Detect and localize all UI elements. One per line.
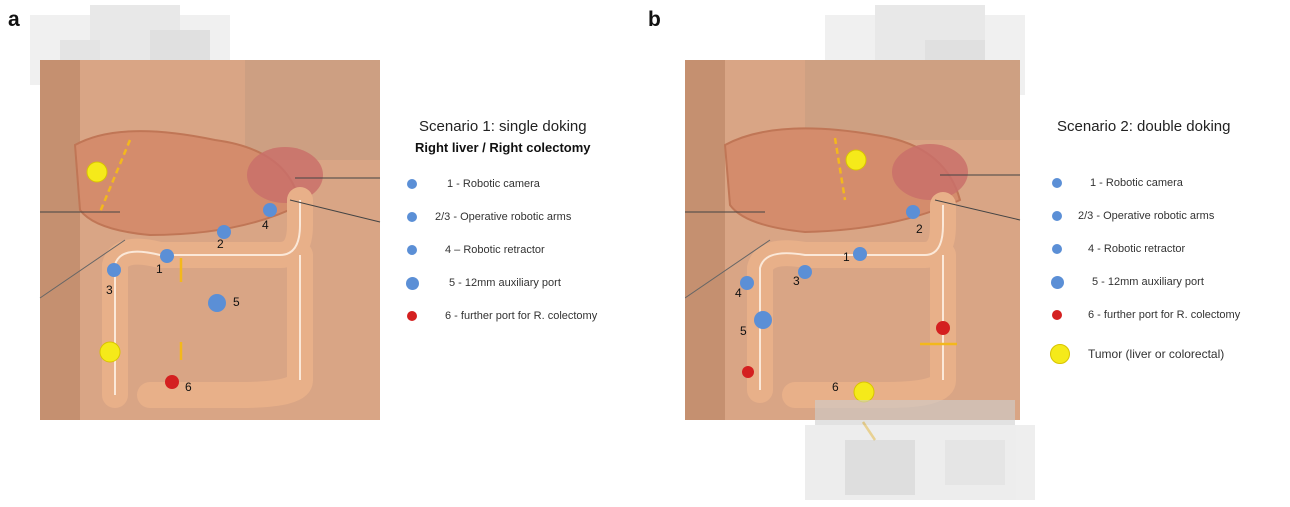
blue-dot-icon (407, 212, 417, 222)
blue-dot-icon (407, 179, 417, 189)
legend-b: Scenario 2: double doking 1 - Robotic ca… (1050, 118, 1285, 373)
red-dot-icon (407, 311, 417, 321)
port-label-5: 5 (740, 324, 747, 338)
port-label-2: 2 (916, 222, 923, 236)
panel-letter-b: b (648, 8, 661, 32)
legend-item-auxiliary-port: 5 - 12mm auxiliary port (1050, 272, 1204, 292)
port-6 (165, 375, 179, 389)
legend-item-robotic-camera: 1 - Robotic camera (1050, 173, 1183, 193)
port-4 (740, 276, 754, 290)
port-5 (754, 311, 772, 329)
legend-item-auxiliary-port: 5 - 12mm auxiliary port (405, 273, 561, 293)
port-1 (160, 249, 174, 263)
tumor-marker (100, 342, 120, 362)
red-dot-icon (1052, 310, 1062, 320)
port-3 (798, 265, 812, 279)
port-label-6: 6 (185, 380, 192, 394)
port-2 (906, 205, 920, 219)
port-label-6: 6 (832, 380, 839, 394)
tumor-marker (846, 150, 866, 170)
blue-dot-large-icon (1051, 276, 1064, 289)
blue-dot-icon (1052, 244, 1062, 254)
port-label-1: 1 (843, 250, 850, 264)
port-label-3: 3 (106, 283, 113, 297)
blue-dot-icon (1052, 178, 1062, 188)
port-1 (853, 247, 867, 261)
legend-item-tumor: Tumor (liver or colorectal) (1050, 342, 1224, 366)
legend-item-robotic-retractor: 4 - Robotic retractor (1050, 239, 1185, 259)
yellow-dot-icon (1050, 344, 1070, 364)
panel-a: a (0, 0, 640, 507)
tumor-marker (87, 162, 107, 182)
robot-arm-overlay-bottom (805, 400, 1035, 500)
legend-item-operative-arms: 2/3 - Operative robotic arms (1050, 206, 1214, 226)
port-label-4: 4 (262, 218, 269, 232)
port-label-3: 3 (793, 274, 800, 288)
legend-item-further-port: 6 - further port for R. colectomy (405, 306, 597, 326)
torso-illustration-a (0, 0, 400, 440)
port-4 (263, 203, 277, 217)
tumor-marker (854, 382, 874, 402)
port-6 (936, 321, 950, 335)
legend-item-robotic-camera: 1 - Robotic camera (405, 174, 540, 194)
port-3 (107, 263, 121, 277)
port-label-5: 5 (233, 295, 240, 309)
legend-title: Scenario 2: double doking (1050, 118, 1285, 135)
legend-item-robotic-retractor: 4 – Robotic retractor (405, 240, 545, 260)
stomach (892, 144, 968, 200)
port-label-4: 4 (735, 286, 742, 300)
port-label-1: 1 (156, 262, 163, 276)
legend-title: Scenario 1: single doking (405, 118, 635, 135)
blue-dot-icon (407, 245, 417, 255)
legend-item-operative-arms: 2/3 - Operative robotic arms (405, 207, 571, 227)
blue-dot-large-icon (406, 277, 419, 290)
port-6 (742, 366, 754, 378)
legend-a: Scenario 1: single doking Right liver / … (405, 118, 635, 338)
legend-item-further-port: 6 - further port for R. colectomy (1050, 305, 1240, 325)
panel-b: b (640, 0, 1290, 507)
legend-subtitle: Right liver / Right colectomy (405, 140, 635, 155)
torso-illustration-b (685, 0, 1085, 507)
blue-dot-icon (1052, 211, 1062, 221)
port-5 (208, 294, 226, 312)
port-label-2: 2 (217, 237, 224, 251)
